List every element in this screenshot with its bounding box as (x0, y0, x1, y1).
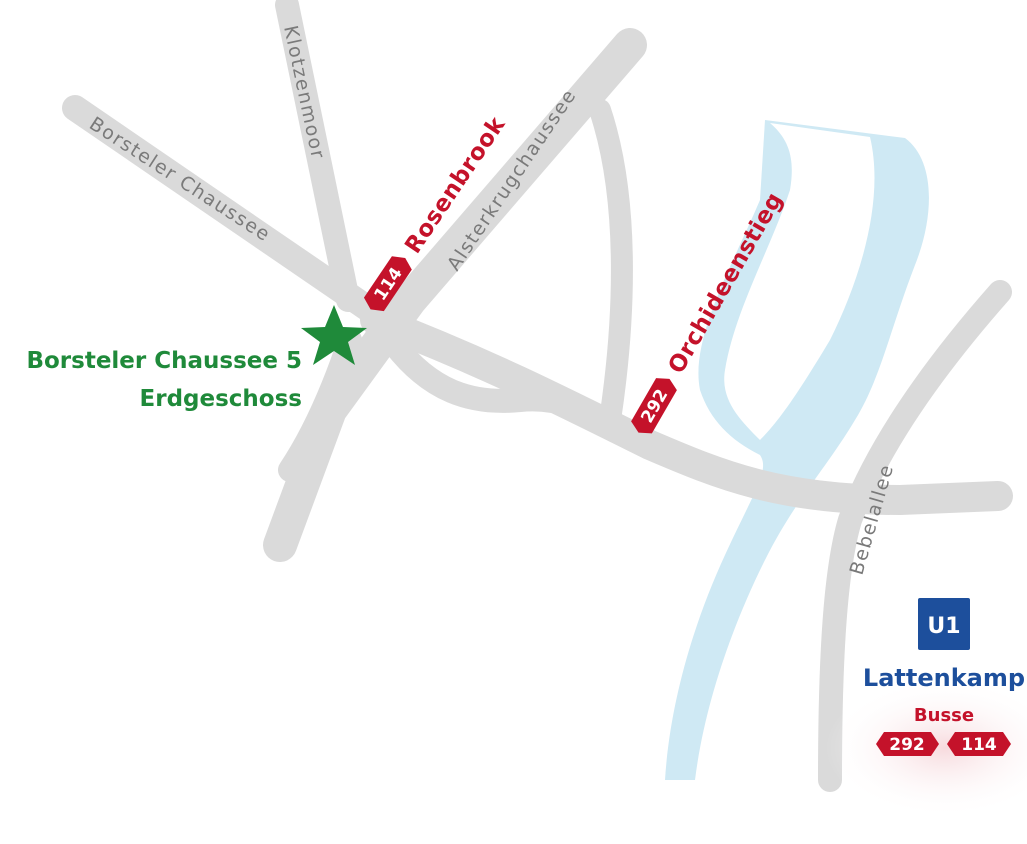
street-label-klotzenmoor: Klotzenmoor (279, 23, 329, 161)
destination-floor: Erdgeschoss (140, 386, 302, 412)
station-bus-badge-292: 292 (876, 732, 939, 756)
destination-address: Borsteler Chaussee 5 (26, 348, 302, 374)
river (665, 120, 929, 780)
bus-stop-badge-292 (631, 378, 677, 434)
station-bus-badge-114: 114 (947, 732, 1011, 756)
road-network (62, 0, 1013, 792)
ubahn-u1-icon (918, 598, 970, 650)
station-bus-badge-114-text: 114 (961, 735, 997, 755)
river-inlet (724, 123, 875, 440)
street-label-borsteler-chaussee: Borsteler Chaussee (85, 113, 274, 247)
star-icon (301, 305, 367, 365)
station-name: Lattenkamp (863, 664, 1025, 692)
bus-stop-badge-114 (363, 256, 412, 312)
ubahn-line-label: U1 (927, 614, 960, 639)
station-bus-badge-292-text: 292 (889, 735, 925, 755)
station-buses-label: Busse (914, 705, 974, 726)
